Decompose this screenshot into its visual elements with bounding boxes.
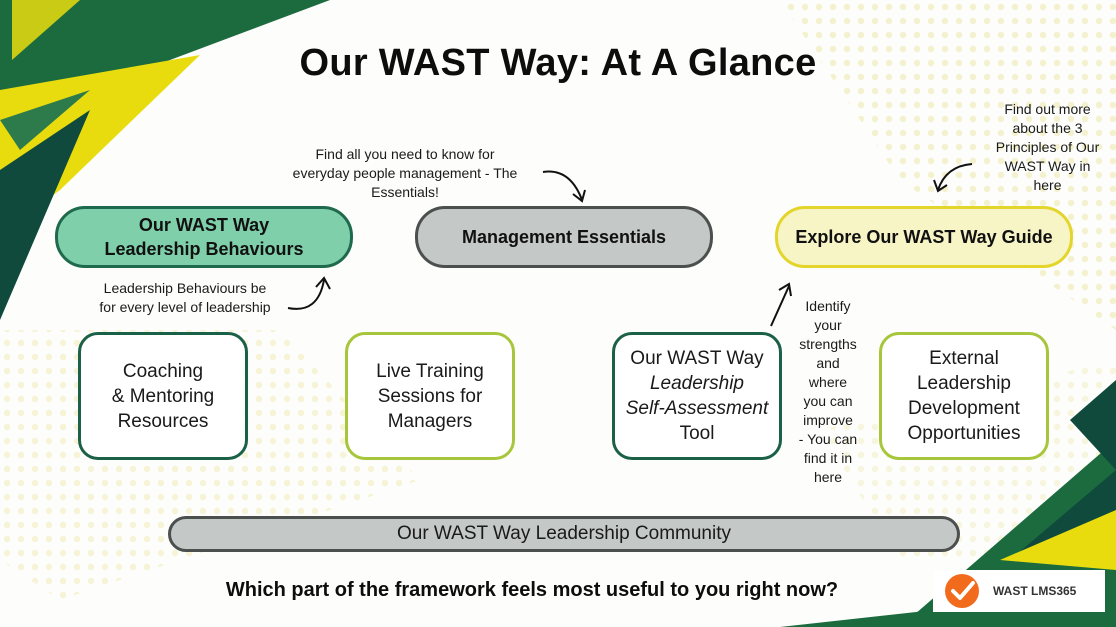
- curved-arrow-icon: [287, 276, 331, 310]
- assessment-note-line: strengths: [799, 336, 857, 352]
- assessment-note-line: your: [814, 317, 842, 333]
- logo: WAST LMS365: [933, 570, 1105, 612]
- behaviours-note-line: Leadership Behaviours be: [103, 280, 267, 296]
- card-line: Development: [908, 398, 1020, 419]
- card-line: Managers: [387, 410, 473, 432]
- essentials-note-line: Find all you need to know for: [315, 146, 495, 162]
- curved-arrow-icon: [933, 163, 973, 193]
- leadership-behaviours-button[interactable]: Our WAST Way Leadership Behaviours: [55, 206, 353, 268]
- guide-note-line: Principles of Our: [995, 139, 1100, 155]
- assessment-note: Identify your strengths and where you ca…: [786, 297, 870, 487]
- card-line: Our WAST Way: [630, 348, 764, 369]
- leadership-community-bar[interactable]: Our WAST Way Leadership Community: [168, 516, 960, 552]
- essentials-note: Find all you need to know for everyday p…: [270, 145, 540, 202]
- logo-text: WAST LMS365: [993, 584, 1077, 598]
- behaviours-note-line: for every level of leadership: [99, 299, 271, 315]
- explore-guide-button[interactable]: Explore Our WAST Way Guide: [775, 206, 1073, 268]
- card-line: Sessions for: [377, 385, 483, 407]
- assessment-note-line: Identify: [805, 298, 851, 314]
- management-essentials-button[interactable]: Management Essentials: [415, 206, 713, 268]
- leadership-behaviours-line: Our WAST Way: [138, 215, 270, 235]
- card-line: Tool: [679, 423, 715, 444]
- leadership-behaviours-line: Leadership Behaviours: [104, 239, 304, 259]
- framework-question: Which part of the framework feels most u…: [225, 579, 839, 601]
- card-line: & Mentoring: [111, 385, 215, 407]
- assessment-note-line: where: [808, 374, 848, 390]
- coaching-mentoring-card[interactable]: Coaching & Mentoring Resources: [78, 332, 248, 460]
- self-assessment-card[interactable]: Our WAST Way Leadership Self-Assessment …: [612, 332, 782, 460]
- assessment-note-line: you can: [803, 393, 853, 409]
- card-line: Coaching: [122, 360, 204, 382]
- straight-arrow-icon: [770, 282, 792, 327]
- behaviours-note: Leadership Behaviours be for every level…: [85, 279, 285, 317]
- card-line: Resources: [117, 410, 209, 432]
- card-line: Opportunities: [907, 423, 1021, 444]
- guide-note-line: WAST Way in: [1004, 158, 1091, 174]
- guide-note-line: Find out more: [1004, 101, 1091, 117]
- checkmark-logo-icon: [945, 574, 979, 608]
- card-line: External: [929, 348, 999, 369]
- page-title: Our WAST Way: At A Glance: [299, 42, 817, 84]
- live-training-card[interactable]: Live Training Sessions for Managers: [345, 332, 515, 460]
- assessment-note-line: improve: [803, 412, 853, 428]
- guide-note-line: about the 3: [1012, 120, 1083, 136]
- card-line: Live Training: [376, 360, 484, 382]
- essentials-note-line: everyday people management - The: [292, 165, 518, 181]
- assessment-note-line: and: [816, 355, 840, 371]
- assessment-note-line: here: [813, 469, 843, 485]
- essentials-note-line: Essentials!: [371, 184, 439, 200]
- curved-arrow-icon: [542, 170, 586, 203]
- assessment-note-line: find it in: [803, 450, 853, 466]
- card-line: Self-Assessment: [625, 398, 769, 419]
- guide-note-line: here: [1033, 177, 1062, 193]
- guide-note: Find out more about the 3 Principles of …: [985, 100, 1110, 195]
- card-line: Leadership: [916, 373, 1011, 394]
- assessment-note-line: - You can: [798, 431, 858, 447]
- card-line: Leadership: [649, 373, 744, 394]
- external-development-card[interactable]: External Leadership Development Opportun…: [879, 332, 1049, 460]
